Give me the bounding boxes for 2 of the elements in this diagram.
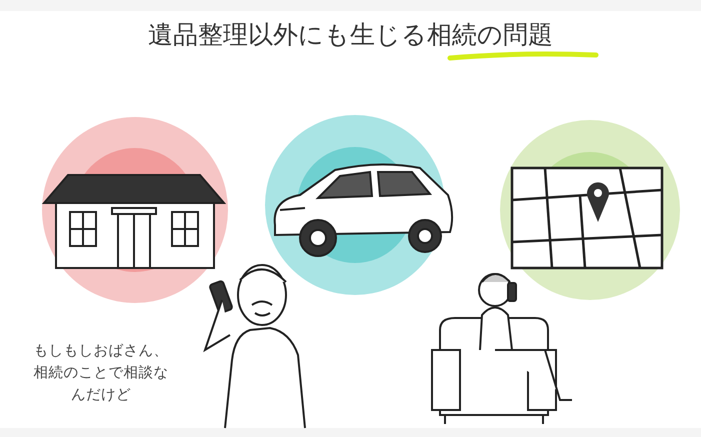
speech-text: もしもしおばさん、相続のことで相談なんだけど [32, 342, 170, 405]
title: 遺品整理以外にも生じる相続の問題 [147, 19, 554, 51]
